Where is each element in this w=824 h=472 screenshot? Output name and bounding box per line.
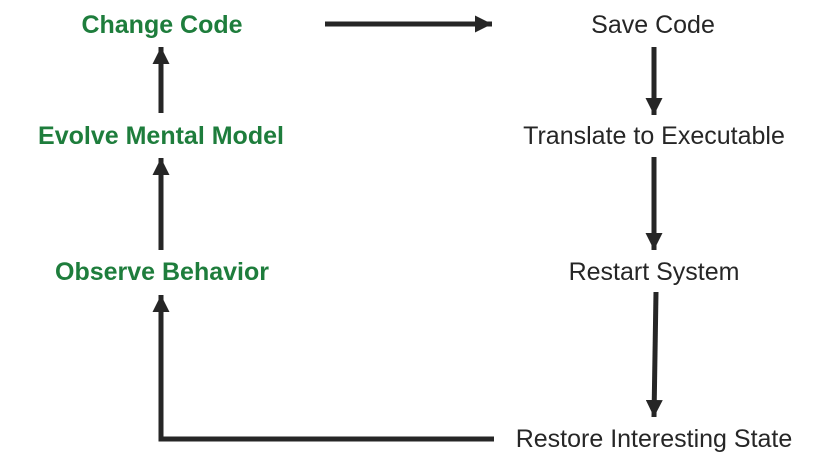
arrow-restart-to-restore xyxy=(645,291,663,418)
step-change-code: Change Code xyxy=(81,11,243,39)
step-evolve-mental-model: Evolve Mental Model xyxy=(38,122,284,150)
step-restore-interesting-state: Restore Interesting State xyxy=(515,425,793,453)
arrow-restore-to-observe-behavior xyxy=(152,295,494,442)
step-observe-behavior: Observe Behavior xyxy=(55,258,269,286)
step-translate-to-executable: Translate to Executable xyxy=(523,122,785,150)
step-save-code: Save Code xyxy=(591,11,715,39)
step-restart-system: Restart System xyxy=(568,258,740,286)
